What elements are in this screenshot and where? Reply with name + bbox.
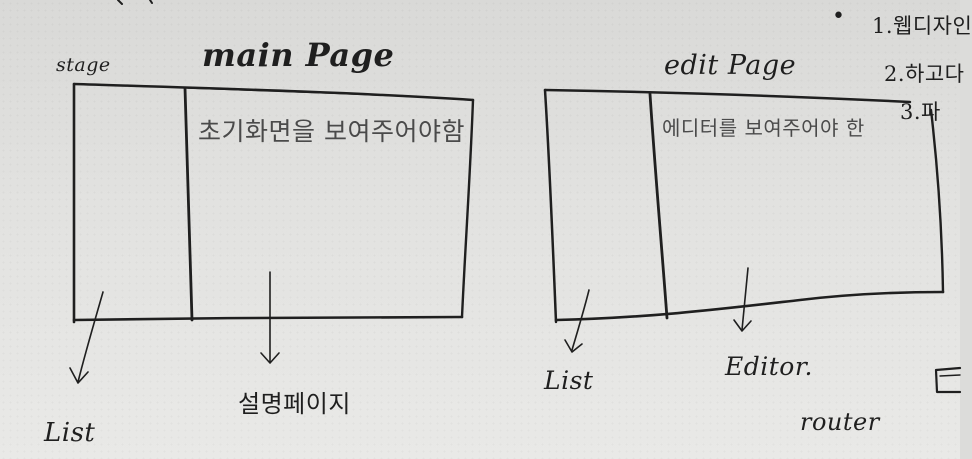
edit-frame-left (543, 88, 558, 324)
main-page-title: main Page (202, 36, 395, 74)
edit-page-wireframe (543, 88, 945, 324)
main-frame-right (460, 98, 475, 319)
edit-page-note: 에디터를 보여주어야 한 (662, 116, 865, 140)
main-frame-top-double (187, 87, 471, 101)
list-arrowhead (69, 367, 89, 384)
main-page-note: 초기화면을 보여주어야함 (198, 117, 465, 146)
main-frame-bottom (72, 315, 464, 322)
top-scribble-2 (149, 0, 153, 4)
note-item-1: 1.웹디자인 (872, 14, 972, 38)
main-frame-divider (183, 86, 194, 322)
edit-list-label: List (544, 366, 594, 395)
stage-label: stage (56, 54, 111, 76)
edit-list-arrowhead (564, 339, 583, 353)
top-scribble (117, 0, 123, 5)
editor-arrowhead (733, 319, 752, 332)
side-box-sketch (934, 366, 962, 394)
description-page-label: 설명페이지 (238, 390, 351, 418)
editor-arrow-shaft (741, 267, 749, 331)
note-bullet: • (832, 4, 846, 29)
edit-page-title: edit Page (664, 50, 797, 81)
router-label: router (800, 408, 880, 436)
edit-frame-right (929, 108, 945, 294)
description-arrowhead (260, 352, 280, 364)
list-arrow-shaft (77, 291, 104, 383)
edit-frame-bottom (554, 290, 945, 322)
main-frame-top (72, 82, 475, 102)
edit-frame-top (543, 88, 912, 104)
main-page-wireframe (72, 82, 475, 324)
edit-frame-divider (648, 92, 669, 320)
side-box-inner (939, 374, 961, 377)
editor-label: Editor. (725, 352, 813, 381)
note-item-2: 2.하고다 (884, 62, 965, 86)
note-item-3: 3.파 (900, 100, 941, 124)
edit-list-arrow-shaft (571, 289, 590, 351)
main-list-label: List (44, 418, 96, 448)
